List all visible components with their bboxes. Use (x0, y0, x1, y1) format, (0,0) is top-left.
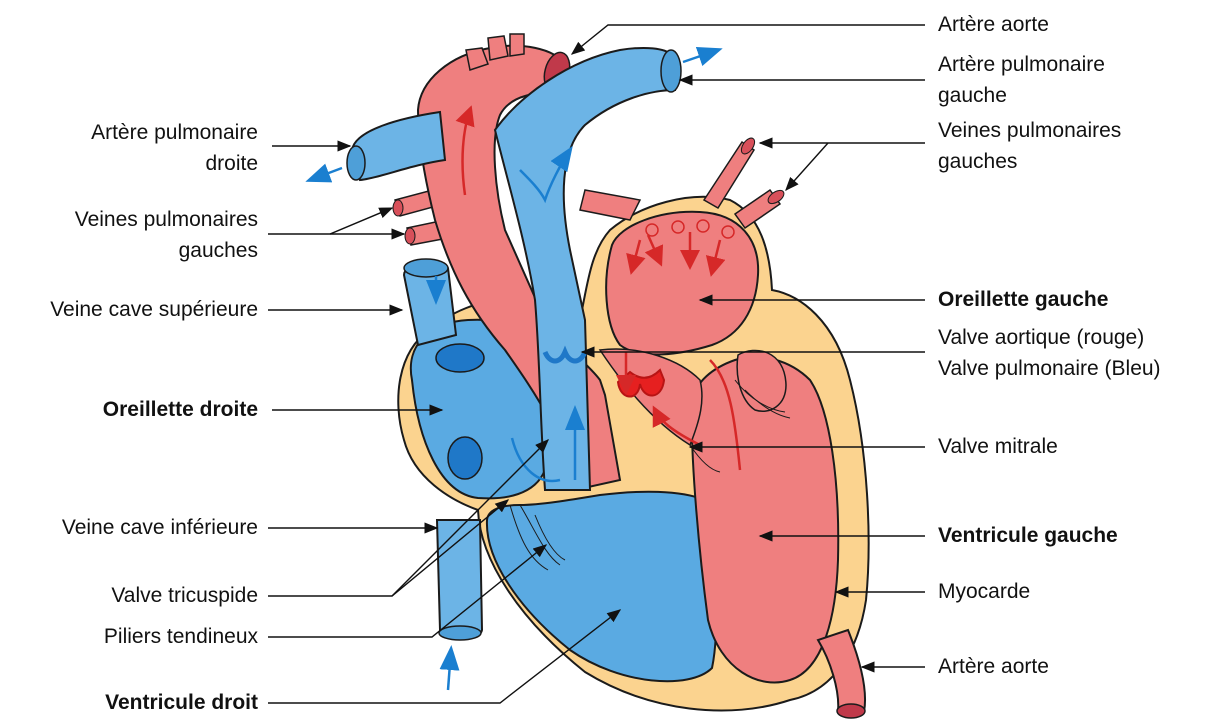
label-aortic-valve: Valve aortique (rouge) (938, 322, 1144, 353)
right-ventricle (487, 492, 716, 682)
label-line: droite (91, 148, 258, 179)
label-left-atrium: Oreillette gauche (938, 284, 1108, 315)
label-line: Artère pulmonaire (938, 49, 1105, 80)
label-aorta-top: Artère aorte (938, 9, 1049, 40)
label-line: gauche (938, 80, 1105, 111)
label-line: Veines pulmonaires (938, 115, 1121, 146)
label-chordae: Piliers tendineux (104, 621, 258, 652)
label-right-ventricle: Ventricule droit (105, 687, 258, 718)
label-superior-vena-cava: Veine cave supérieure (50, 294, 258, 325)
label-pulmonary-valve: Valve pulmonaire (Bleu) (938, 353, 1161, 384)
label-aorta-bottom: Artère aorte (938, 651, 1049, 682)
label-line: Artère pulmonaire (91, 117, 258, 148)
label-pulmonary-veins-right: Veines pulmonaires gauches (938, 115, 1121, 177)
label-line: Veines pulmonaires (75, 204, 258, 235)
label-left-pulmonary-artery: Artère pulmonaire gauche (938, 49, 1105, 111)
label-mitral-valve: Valve mitrale (938, 431, 1058, 462)
label-line: gauches (938, 146, 1121, 177)
label-tricuspid-valve: Valve tricuspide (111, 580, 258, 611)
label-left-ventricle: Ventricule gauche (938, 520, 1118, 551)
label-right-pulmonary-artery: Artère pulmonaire droite (91, 117, 258, 179)
label-myocardium: Myocarde (938, 576, 1030, 607)
label-pulmonary-veins-left: Veines pulmonaires gauches (75, 204, 258, 266)
inferior-vena-cava (437, 520, 482, 639)
label-inferior-vena-cava: Veine cave inférieure (62, 512, 258, 543)
label-right-atrium: Oreillette droite (103, 394, 258, 425)
label-line: gauches (75, 235, 258, 266)
